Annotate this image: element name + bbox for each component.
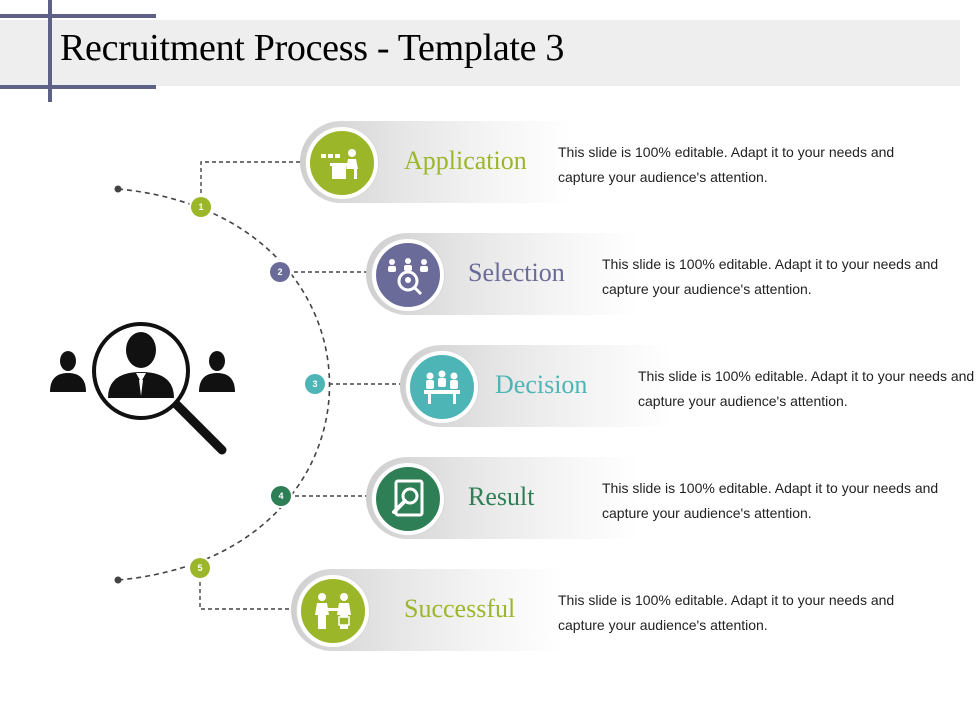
- step-description-decision: This slide is 100% editable. Adapt it to…: [638, 368, 975, 409]
- step-label-application: Application: [404, 146, 527, 175]
- step-label-successful: Successful: [404, 594, 516, 623]
- group-search-icon: [372, 239, 444, 311]
- desk-applicant-icon: [306, 127, 378, 199]
- candidate-search-icon: [50, 322, 235, 455]
- step-description-selection: This slide is 100% editable. Adapt it to…: [602, 256, 939, 297]
- step-label-result: Result: [468, 482, 535, 511]
- title-band: [0, 20, 960, 86]
- arc-path: [117, 188, 331, 581]
- step-number-2: 2: [270, 262, 290, 282]
- step-description-successful: This slide is 100% editable. Adapt it to…: [558, 592, 895, 633]
- step-description-application: This slide is 100% editable. Adapt it to…: [558, 144, 895, 185]
- connector-5: [199, 568, 293, 610]
- arc-end-dot-bottom: [114, 576, 122, 584]
- handshake-icon: [297, 575, 369, 647]
- meeting-table-icon: [406, 351, 478, 423]
- step-label-decision: Decision: [495, 370, 588, 399]
- step-number-5: 5: [190, 558, 210, 578]
- decorative-bottom-line: [0, 85, 156, 89]
- step-description-result: This slide is 100% editable. Adapt it to…: [602, 480, 939, 521]
- step-number-1: 1: [191, 197, 211, 217]
- person-right-icon: [199, 351, 235, 392]
- step-label-selection: Selection: [468, 258, 565, 287]
- connector-1: [200, 161, 302, 207]
- slide-title: Recruitment Process - Template 3: [60, 27, 565, 69]
- arc-end-dot-top: [114, 185, 122, 193]
- document-search-icon: [372, 463, 444, 535]
- person-left-icon: [50, 351, 86, 392]
- step-number-3: 3: [305, 374, 325, 394]
- step-number-4: 4: [271, 486, 291, 506]
- decorative-vertical-line: [48, 0, 52, 102]
- decorative-top-line: [0, 14, 156, 18]
